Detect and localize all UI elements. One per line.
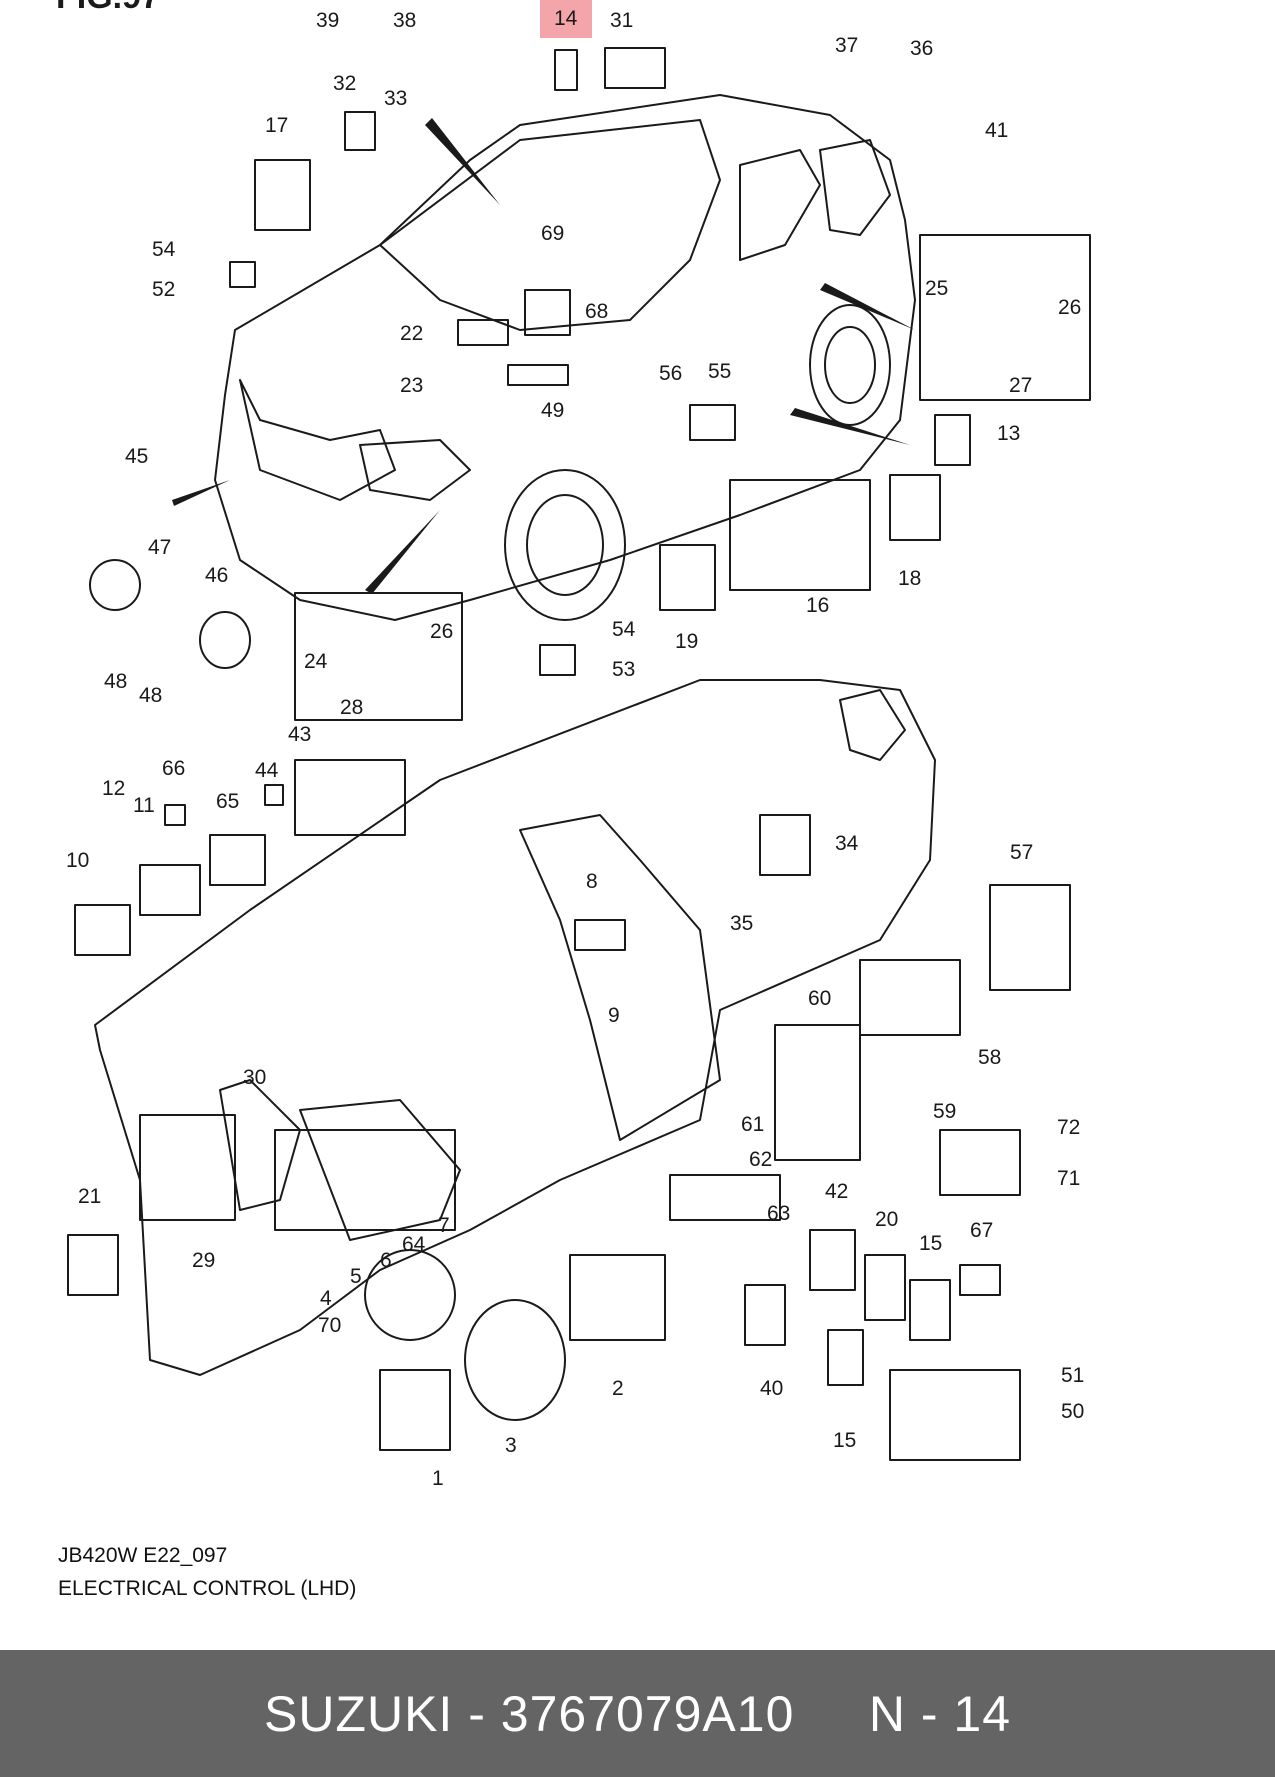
parts-diagram: FIG.97 1 2 3 4 5 6 7 8 9 10 11 12 13 14 …	[56, 0, 1091, 1490]
part-number: 3767079A10	[500, 1685, 795, 1742]
part-label: 8	[586, 870, 598, 893]
part-number-banner: SUZUKI - 3767079A10 N - 14	[0, 1650, 1275, 1777]
part-label: 68	[585, 300, 608, 323]
diagram-code: JB420W E22_097	[58, 1544, 228, 1567]
part-label: 59	[933, 1100, 956, 1123]
part-label: 51	[1061, 1364, 1084, 1387]
part-label: 31	[610, 9, 633, 32]
footer-gap	[794, 1685, 868, 1743]
part-label: 28	[340, 696, 363, 719]
part-label: 57	[1010, 841, 1033, 864]
part-label: 12	[102, 777, 125, 800]
part-label: 53	[612, 658, 635, 681]
part-label: 3	[505, 1434, 517, 1457]
part-label: 46	[205, 564, 228, 587]
reference-prefix: N -	[868, 1685, 954, 1742]
part-label: 27	[1009, 374, 1032, 397]
part-label: 21	[78, 1185, 101, 1208]
part-label: 29	[192, 1249, 215, 1272]
part-label: 48	[139, 684, 162, 707]
part-label: 66	[162, 757, 185, 780]
part-label: 67	[970, 1219, 993, 1242]
part-label: 43	[288, 723, 311, 746]
part-label: 26	[1058, 296, 1081, 319]
part-label: 22	[400, 322, 423, 345]
part-label: 72	[1057, 1116, 1080, 1139]
part-label: 33	[384, 87, 407, 110]
inset-box-front-sensor	[294, 592, 463, 721]
part-label: 52	[152, 278, 175, 301]
part-label: 26	[430, 620, 453, 643]
brand-separator: -	[453, 1685, 501, 1742]
dashboard-outline	[94, 679, 936, 1376]
part-label: 35	[730, 912, 753, 935]
part-label: 36	[910, 37, 933, 60]
part-label: 13	[997, 422, 1020, 445]
part-label: 50	[1061, 1400, 1084, 1423]
part-label: 39	[316, 9, 339, 32]
part-label: 70	[318, 1314, 341, 1337]
part-label: 30	[243, 1066, 266, 1089]
part-label: 60	[808, 987, 831, 1010]
part-label: 49	[541, 399, 564, 422]
part-label: 16	[806, 594, 829, 617]
vehicle-outline	[214, 94, 916, 621]
part-label: 32	[333, 72, 356, 95]
part-label: 5	[350, 1265, 362, 1288]
part-label: 69	[541, 222, 564, 245]
part-label: 71	[1057, 1167, 1080, 1190]
part-label: 23	[400, 374, 423, 397]
part-label: 58	[978, 1046, 1001, 1069]
part-label: 56	[659, 362, 682, 385]
part-label: 65	[216, 790, 239, 813]
part-label: 25	[925, 277, 948, 300]
part-label: 17	[265, 114, 288, 137]
part-label: 37	[835, 34, 858, 57]
part-label: 20	[875, 1208, 898, 1231]
part-label: 54	[152, 238, 176, 261]
part-label: 62	[749, 1148, 772, 1171]
part-label: 15	[919, 1232, 942, 1255]
part-label: 24	[304, 650, 328, 673]
part-label: 55	[708, 360, 731, 383]
reference-number: 14	[953, 1685, 1012, 1742]
inset-box-door-sensor	[919, 234, 1091, 401]
part-label: 48	[104, 670, 127, 693]
part-label: 45	[125, 445, 148, 468]
pointer-lines	[172, 118, 915, 594]
part-label: 44	[255, 759, 279, 782]
part-label: 10	[66, 849, 89, 872]
part-label: 4	[320, 1287, 332, 1310]
component-shapes	[67, 47, 1071, 1461]
part-label: 40	[760, 1377, 783, 1400]
part-label: 41	[985, 119, 1008, 142]
brand-name: SUZUKI	[263, 1685, 454, 1742]
part-label: 19	[675, 630, 698, 653]
part-label: 18	[898, 567, 921, 590]
part-label: 11	[133, 794, 155, 817]
part-labels: FIG.97 1 2 3 4 5 6 7 8 9 10 11 12 13 14 …	[56, 0, 1084, 1490]
part-label: 1	[432, 1467, 444, 1490]
highlight-marker	[540, 0, 592, 38]
part-label: 2	[612, 1377, 624, 1400]
part-label-highlighted: 14	[554, 7, 578, 30]
part-label: 47	[148, 536, 171, 559]
part-label: 54	[612, 618, 636, 641]
part-label: 9	[608, 1004, 620, 1027]
part-label: 42	[825, 1180, 848, 1203]
part-label: 63	[767, 1202, 790, 1225]
part-label: 64	[402, 1233, 426, 1256]
part-label: 7	[438, 1214, 450, 1237]
part-label: 34	[835, 832, 859, 855]
part-label: 38	[393, 9, 416, 32]
corner-figure-label: FIG.97	[56, 0, 160, 16]
part-label: 15	[833, 1429, 856, 1452]
part-label: 6	[380, 1249, 392, 1272]
part-label: 61	[741, 1113, 764, 1136]
diagram-title: ELECTRICAL CONTROL (LHD)	[58, 1577, 357, 1600]
